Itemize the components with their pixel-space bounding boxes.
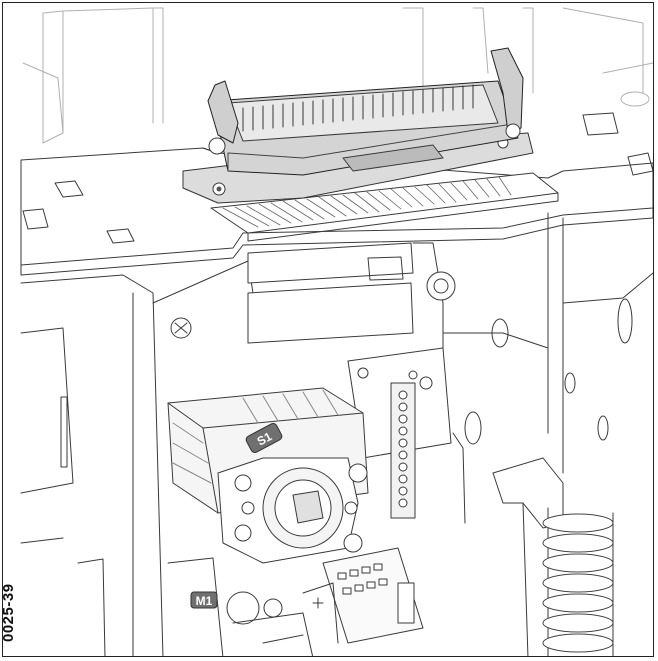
- lower-bracket: [20, 537, 106, 656]
- s1-label-badge: [245, 422, 283, 454]
- rear-panels: [22, 7, 653, 144]
- connector-housing: [182, 47, 534, 204]
- circuit-board: [347, 347, 452, 519]
- rotary-shaft: [217, 457, 368, 564]
- m1-label-badge: [190, 591, 218, 609]
- mechanism-frame: [20, 212, 653, 656]
- motor-m1: [167, 557, 339, 656]
- s1-label: S1: [255, 429, 275, 448]
- m1-label: M1: [196, 594, 213, 608]
- closing-spring: [452, 432, 614, 656]
- technical-illustration: S1 M1: [20, 7, 653, 656]
- grille-plate: [210, 172, 559, 242]
- figure-id: 0025-39: [2, 583, 17, 642]
- terminal-strip: [322, 547, 424, 644]
